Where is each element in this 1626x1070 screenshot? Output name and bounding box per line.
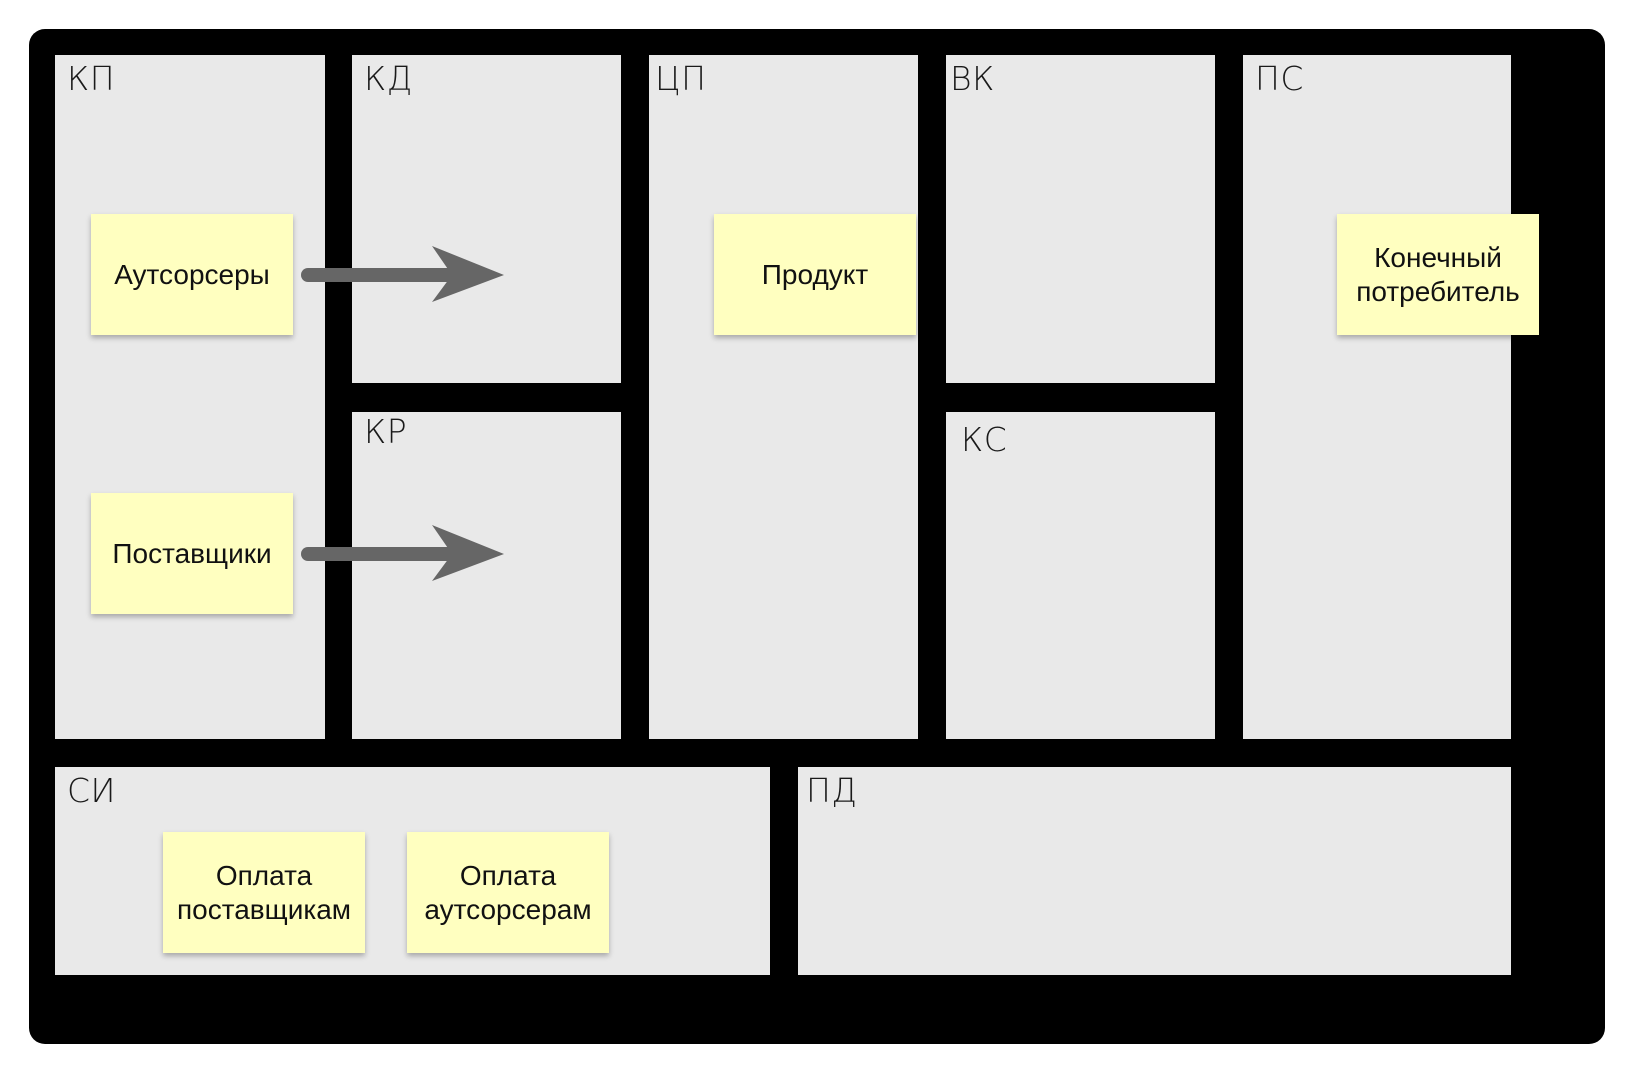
cell-label-pd: ПД: [806, 771, 858, 810]
cell-label-si: СИ: [67, 771, 116, 810]
cell-label-kd: КД: [364, 59, 413, 98]
cell-label-cp: ЦП: [655, 59, 707, 98]
cell-vk: ВК: [946, 55, 1215, 383]
right-arrow-icon: [301, 525, 504, 581]
cell-kp: КП: [55, 55, 325, 739]
sticky-suppliers[interactable]: Поставщики: [91, 493, 293, 614]
cell-label-ps: ПС: [1255, 59, 1304, 98]
cell-label-ks: КС: [961, 420, 1008, 459]
cell-ps: ПС: [1243, 55, 1511, 739]
cell-label-vk: ВК: [950, 59, 995, 98]
cell-ks: КС: [946, 412, 1215, 739]
sticky-pay-suppliers[interactable]: Оплата поставщикам: [163, 832, 365, 953]
right-arrow-icon: [301, 246, 504, 302]
cell-label-kp: КП: [67, 59, 116, 98]
cell-kr: КР: [352, 412, 621, 739]
sticky-pay-outsourcers[interactable]: Оплата аутсорсерам: [407, 832, 609, 953]
cell-label-kr: КР: [364, 412, 408, 451]
cell-cp: ЦП: [649, 55, 918, 739]
sticky-outsourcers[interactable]: Аутсорсеры: [91, 214, 293, 335]
cell-pd: ПД: [798, 767, 1511, 975]
cell-kd: КД: [352, 55, 621, 383]
sticky-end-consumer[interactable]: Конечный потребитель: [1337, 214, 1539, 335]
sticky-product[interactable]: Продукт: [714, 214, 916, 335]
